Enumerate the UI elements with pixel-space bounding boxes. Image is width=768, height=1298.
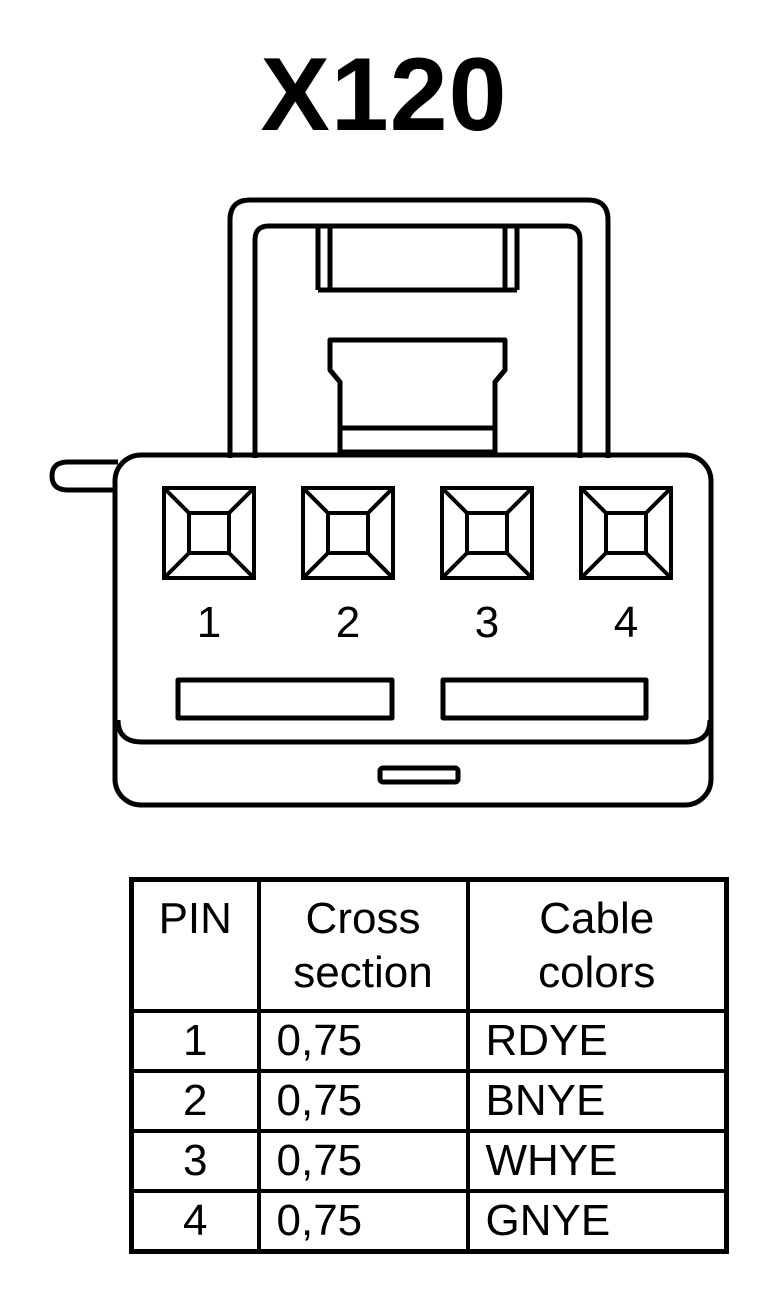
pin-assignment-table: PIN Cross section Cable colors 1 0,75 RD…: [129, 877, 729, 1254]
cell-cable-color: GNYE: [465, 1188, 729, 1253]
bottom-notch: [377, 765, 461, 785]
connector-title: X120: [260, 37, 508, 153]
slot-left: [175, 677, 395, 721]
pin-number-1: 1: [197, 598, 221, 647]
pin-cavity-1: [162, 486, 256, 580]
cell-pin: 1: [129, 1008, 261, 1073]
cell-cross-section: 0,75: [256, 1188, 470, 1253]
cell-cross-section: 0,75: [256, 1068, 470, 1133]
pin-cavity-2: [301, 486, 395, 580]
table-header-row: PIN Cross section Cable colors: [129, 877, 729, 1013]
header-cable-colors: Cable colors: [465, 877, 729, 1013]
header-cable-colors-line1: Cable: [539, 894, 655, 943]
pin-number-3: 3: [475, 598, 499, 647]
connector-body: [112, 452, 714, 808]
header-pin-label: PIN: [158, 894, 232, 943]
body-bottom-step: [115, 719, 713, 745]
side-key: [49, 459, 118, 493]
cell-pin: 3: [129, 1128, 261, 1193]
header-cable-colors-line2: colors: [538, 948, 656, 997]
header-cross-section-line1: Cross: [305, 894, 421, 943]
table-row: 3 0,75 WHYE: [129, 1128, 729, 1193]
lock-tab: [327, 337, 508, 455]
latch-outer: [227, 197, 611, 458]
header-pin: PIN: [129, 877, 261, 1013]
pin-cavity-4: [579, 486, 673, 580]
pin-number-4: 4: [614, 598, 638, 647]
connector-drawing: 1 2 3 4: [49, 197, 714, 808]
pin-number-2: 2: [336, 598, 360, 647]
table-row: 2 0,75 BNYE: [129, 1068, 729, 1133]
cell-pin: 4: [129, 1188, 261, 1253]
cell-cable-color: BNYE: [465, 1068, 729, 1133]
pin-cavity-3: [440, 486, 534, 580]
cell-cable-color: RDYE: [465, 1008, 729, 1073]
table-row: 1 0,75 RDYE: [129, 1008, 729, 1073]
header-cross-section: Cross section: [256, 877, 470, 1013]
table-row: 4 0,75 GNYE: [129, 1188, 729, 1253]
cell-cross-section: 0,75: [256, 1128, 470, 1193]
slot-right: [440, 677, 649, 721]
latch-inner: [252, 223, 583, 458]
header-cross-section-line2: section: [293, 948, 433, 997]
cell-cable-color: WHYE: [465, 1128, 729, 1193]
cell-pin: 2: [129, 1068, 261, 1133]
cell-cross-section: 0,75: [256, 1008, 470, 1073]
